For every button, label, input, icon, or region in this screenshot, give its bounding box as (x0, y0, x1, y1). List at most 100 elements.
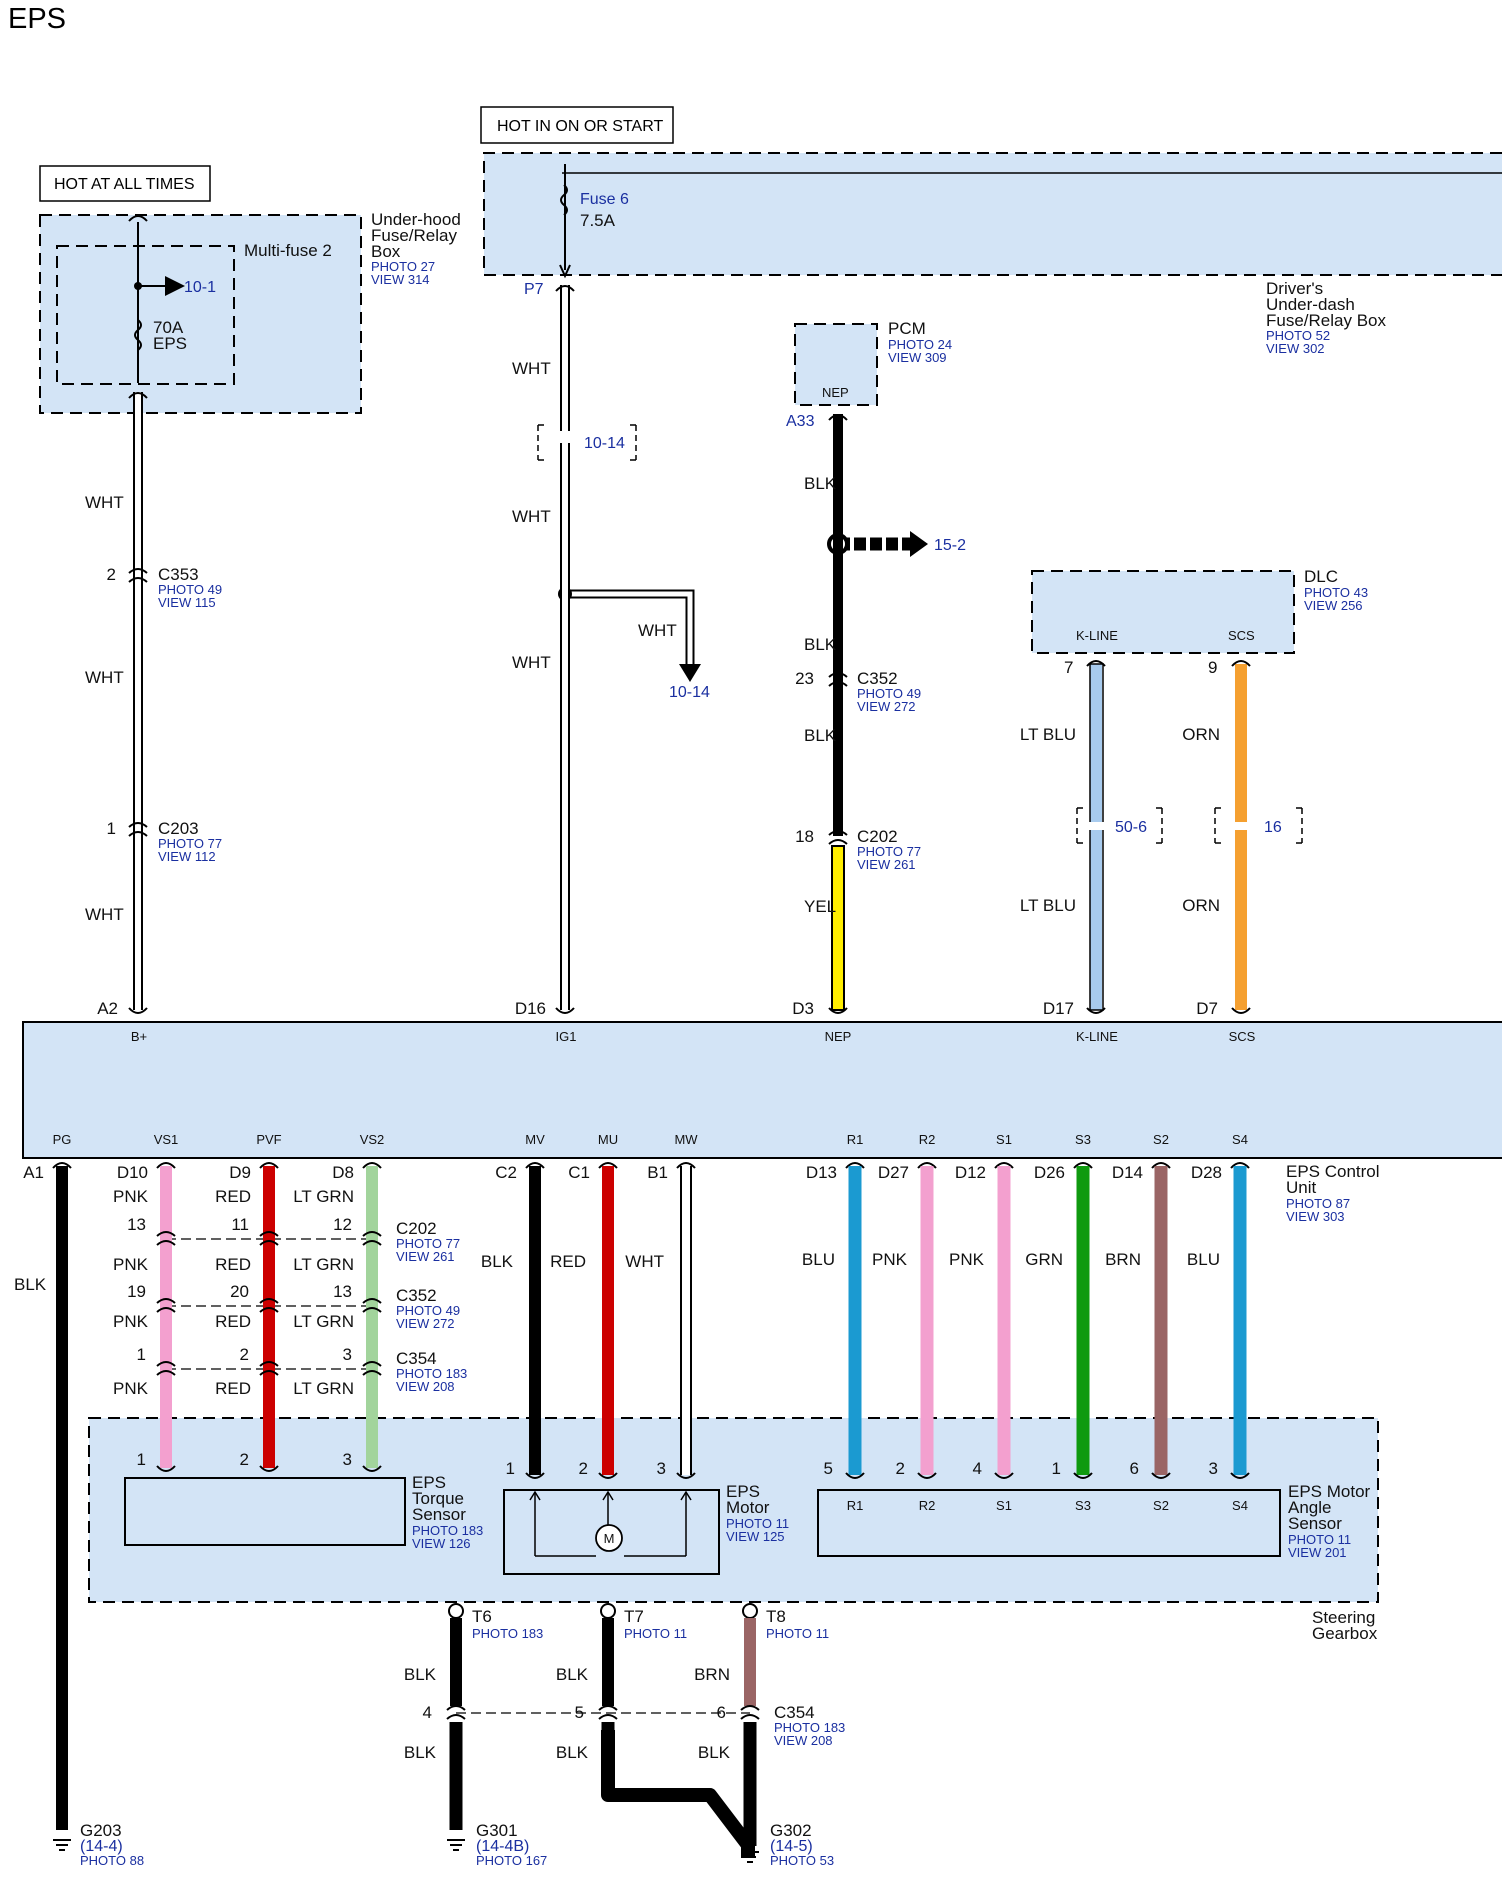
pcm-photo[interactable]: PHOTO 24 (888, 337, 952, 352)
hot-at-all-times-label: HOT AT ALL TIMES (54, 176, 195, 193)
torque-sensor-view[interactable]: VIEW 126 (412, 1536, 471, 1551)
torque-c202-pin-2: 12 (333, 1215, 352, 1234)
c354-gnd-view: VIEW 208 (774, 1733, 833, 1748)
underhood-link[interactable]: 10-1 (184, 279, 216, 296)
ground-c354-pin-1: 5 (575, 1703, 584, 1722)
lower-pin-1: D10 (117, 1163, 148, 1182)
torque-sensor-pin-1: 2 (240, 1450, 249, 1469)
fuse6-label[interactable]: Fuse 6 (580, 191, 629, 208)
c352-top-mark (828, 672, 848, 687)
lower-pin-7: D13 (806, 1163, 837, 1182)
c354_low-view: VIEW 208 (396, 1379, 455, 1394)
nep-color-2: BLK (804, 635, 837, 654)
lower-pin-6: B1 (647, 1163, 668, 1182)
c354-gnd-name: C354 (774, 1703, 815, 1722)
bplus-pin: A2 (97, 999, 118, 1018)
c352-top-name: C352 (857, 669, 898, 688)
motor-color-0: BLK (481, 1252, 514, 1271)
angle-cap-1 (917, 1472, 937, 1479)
orn-split-link[interactable]: 16 (1264, 819, 1282, 836)
motor-view[interactable]: VIEW 125 (726, 1529, 785, 1544)
lower-pin-9: D12 (955, 1163, 986, 1182)
c202-top-photo: PHOTO 77 (857, 844, 921, 859)
underhood-box (39, 214, 362, 414)
dlc-photo[interactable]: PHOTO 43 (1304, 585, 1368, 600)
lower-terminal-1: VS1 (154, 1132, 179, 1147)
torque-sensor-name-2: Torque (412, 1489, 464, 1508)
underdash-photo[interactable]: PHOTO 52 (1266, 328, 1330, 343)
angle-color-4: BRN (1105, 1250, 1141, 1269)
underhood-view[interactable]: VIEW 314 (371, 272, 430, 287)
angle-cap-4 (1151, 1472, 1171, 1479)
torque-sensor-photo[interactable]: PHOTO 183 (412, 1523, 483, 1538)
eps-unit-view[interactable]: VIEW 303 (1286, 1209, 1345, 1224)
hot-at-all-times-box (39, 165, 211, 202)
lower-terminal-2: PVF (256, 1132, 281, 1147)
lower-cap-1 (156, 1162, 176, 1169)
scs-color-1: ORN (1182, 725, 1220, 744)
bplus-color-1: WHT (85, 493, 124, 512)
pcm-view[interactable]: VIEW 309 (888, 350, 947, 365)
torque-sensor-box (124, 1477, 406, 1546)
angle-sensor-photo[interactable]: PHOTO 11 (1288, 1532, 1351, 1547)
nep-color-4: YEL (804, 897, 836, 916)
angle-pin-4: 6 (1130, 1459, 1139, 1478)
angle-sensor-view[interactable]: VIEW 201 (1288, 1545, 1347, 1560)
dlc-kline: K-LINE (1076, 628, 1118, 643)
torque-c354-pin-1: 2 (240, 1345, 249, 1364)
torque-sensor-name-1: EPS (412, 1473, 446, 1492)
ground-term-2-eyelet (742, 1603, 758, 1619)
scs-cap-unit (1231, 1007, 1251, 1014)
dlc-scs: SCS (1228, 628, 1255, 643)
wire-layer (52, 164, 1251, 1863)
lower-cap-6 (676, 1162, 696, 1169)
motor-name-2: Motor (726, 1498, 770, 1517)
underhood-name-1: Under-hood (371, 210, 461, 229)
c354_low-name: C354 (396, 1349, 437, 1368)
pcm-terminal: NEP (822, 385, 849, 400)
pcm-pin: A33 (786, 413, 815, 430)
underhood-name-3: Box (371, 242, 401, 261)
eps-unit-photo[interactable]: PHOTO 87 (1286, 1196, 1350, 1211)
lower-cap-2 (259, 1162, 279, 1169)
dlc-box (1031, 570, 1295, 654)
torque-c202-mark-0 (156, 1231, 176, 1246)
angle-cap-5 (1230, 1472, 1250, 1479)
wht-split-link[interactable]: 10-14 (584, 435, 625, 452)
kline-cap-top (1086, 660, 1106, 667)
nep-branch-link[interactable]: 15-2 (934, 537, 966, 554)
wht-split-bracket (537, 424, 637, 461)
torque-sensor-pin-0: 1 (137, 1450, 146, 1469)
lower-pin-2: D9 (229, 1163, 251, 1182)
underdash-view[interactable]: VIEW 302 (1266, 341, 1325, 356)
torque-color-2-3: LT GRN (293, 1379, 354, 1398)
bplus-color-3: WHT (85, 905, 124, 924)
underdash-box (483, 152, 1502, 276)
ground-term-2-photo: PHOTO 11 (766, 1626, 829, 1641)
lower-pin-8: D27 (878, 1163, 909, 1182)
c203-view: VIEW 112 (158, 849, 216, 864)
c353-view: VIEW 115 (158, 595, 216, 610)
lower-terminal-11: S2 (1153, 1132, 1169, 1147)
torque-color-2-1: LT GRN (293, 1255, 354, 1274)
lower-terminal-4: MV (525, 1132, 545, 1147)
ig1-branch-link[interactable]: 10-14 (669, 684, 710, 701)
ltblu-split-link[interactable]: 50-6 (1115, 819, 1147, 836)
lower-terminal-5: MU (598, 1132, 618, 1147)
angle-pin-2: 4 (973, 1459, 982, 1478)
angle-cap-0 (845, 1472, 865, 1479)
torque-color-1-3: RED (215, 1379, 251, 1398)
lower-pin-5: C1 (568, 1163, 590, 1182)
torque-color-2-0: LT GRN (293, 1187, 354, 1206)
ig1-color-3: WHT (512, 653, 551, 672)
motor-photo[interactable]: PHOTO 11 (726, 1516, 789, 1531)
lower-cap-12 (1230, 1162, 1250, 1169)
ground-c354-mark-2 (740, 1705, 760, 1720)
ground-c354-mark-0 (446, 1705, 466, 1720)
underhood-photo[interactable]: PHOTO 27 (371, 259, 435, 274)
c352-top-photo: PHOTO 49 (857, 686, 921, 701)
dlc-view[interactable]: VIEW 256 (1304, 598, 1363, 613)
torque-c352-mark-1 (259, 1298, 279, 1313)
angle-term-2: S1 (996, 1498, 1012, 1513)
